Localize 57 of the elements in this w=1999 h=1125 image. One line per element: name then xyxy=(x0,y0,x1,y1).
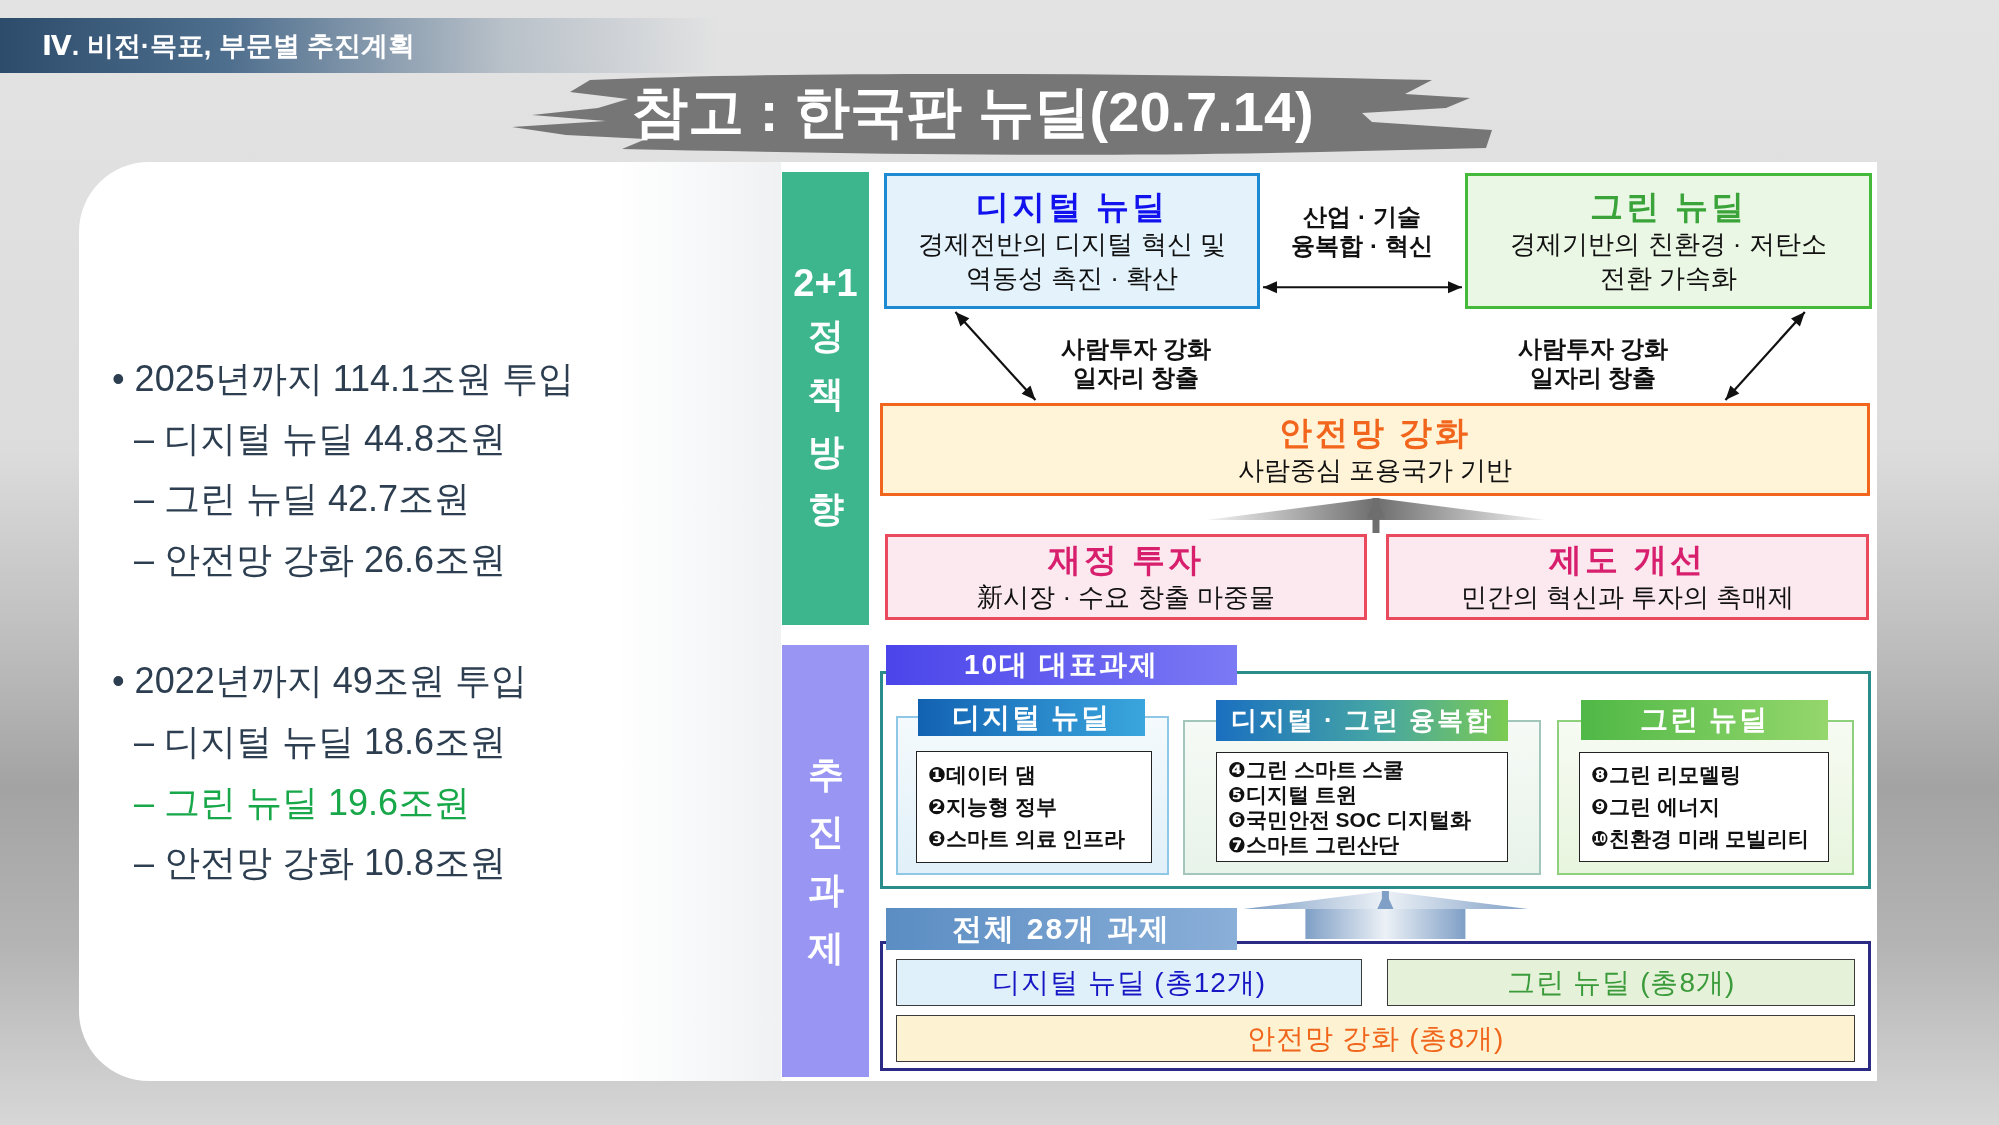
box-text: 경제기반의 친환경 · 저탄소 전환 가속화 xyxy=(1509,228,1828,295)
bullet-text: – 디지털 뉴딜 18.6조원 xyxy=(134,720,507,764)
slide-title: 참고 : 한국판 뉴딜(20.7.14) xyxy=(632,80,1314,144)
heading-tab: 디지털 뉴딜 xyxy=(918,699,1145,736)
bullet-text: – 그린 뉴딜 42.7조원 xyxy=(134,477,471,521)
box-text: 사람중심 포용국가 기반 xyxy=(1237,453,1513,487)
heading-tab: 전체 28개 과제 xyxy=(886,908,1237,950)
summary-box xyxy=(1387,959,1855,1006)
bullet-text: – 디지털 뉴딜 44.8조원 xyxy=(134,417,507,461)
band-label: 추진과제 xyxy=(807,752,844,970)
box-text: 新시장 · 수요 창출 마중물 xyxy=(977,581,1275,614)
bullet-text: • 2022년까지 49조원 투입 xyxy=(112,659,527,703)
list-item: ❶데이터 댐 xyxy=(928,762,1036,788)
box-heading: 제도 개선 xyxy=(1549,540,1706,580)
bullet-text: – 그린 뉴딜 19.6조원 xyxy=(134,781,471,825)
double-arrow xyxy=(1263,281,1462,294)
task-list-box xyxy=(1579,752,1829,862)
policy-box xyxy=(1465,173,1872,309)
category-band xyxy=(782,172,869,625)
list-item: ❸스마트 의료 인프라 xyxy=(928,826,1126,852)
summary-box xyxy=(896,959,1362,1006)
heading-tab: 그린 뉴딜 xyxy=(1581,700,1828,740)
box-text: 경제전반의 디지털 혁신 및 역동성 촉진 · 확산 xyxy=(917,228,1227,295)
box-text: 디지털 뉴딜 (총12개) xyxy=(991,965,1267,1000)
list-item: ❿친환경 미래 모빌리티 xyxy=(1591,826,1810,852)
list-item: ❷지능형 정부 xyxy=(928,794,1057,820)
list-item: ❾그린 에너지 xyxy=(1591,794,1720,820)
policy-box xyxy=(884,173,1260,309)
category-band xyxy=(782,645,869,1077)
section-header-text: Ⅳ. 비전·목표, 부문별 추진계획 xyxy=(42,30,416,63)
bullet-text: – 안전망 강화 10.8조원 xyxy=(134,841,507,885)
band-label: 2+1 xyxy=(793,261,858,307)
box-heading: 안전망 강화 xyxy=(1278,412,1472,453)
policy-box xyxy=(880,403,1870,496)
box-heading: 그린 뉴딜 xyxy=(1590,187,1747,227)
policy-box xyxy=(1386,534,1869,620)
box-heading: 재정 투자 xyxy=(1047,540,1205,580)
summary-box xyxy=(896,1015,1855,1062)
box-text: 그린 뉴딜 (총8개) xyxy=(1506,965,1736,1000)
box-text: 민간의 혁신과 투자의 촉매제 xyxy=(1460,581,1795,614)
bullet-text: – 안전망 강화 26.6조원 xyxy=(134,538,507,582)
double-arrow xyxy=(1724,311,1806,401)
policy-box xyxy=(885,534,1367,620)
task-list-box xyxy=(1216,752,1508,862)
heading-tab: 디지털 · 그린 융복합 xyxy=(1216,700,1508,741)
list-item: ❹그린 스마트 스쿨 xyxy=(1228,757,1405,782)
list-item: ❼스마트 그린산단 xyxy=(1228,832,1399,857)
box-text: 안전망 강화 (총8개) xyxy=(1246,1021,1505,1056)
task-list-box xyxy=(916,751,1152,863)
double-arrow xyxy=(954,311,1037,401)
list-item: ❺디지털 트윈 xyxy=(1228,782,1357,807)
bullet-text: • 2025년까지 114.1조원 투입 xyxy=(112,357,575,401)
band-label: 정책방향 xyxy=(807,314,844,532)
box-heading: 디지털 뉴딜 xyxy=(975,187,1169,227)
heading-tab: 10대 대표과제 xyxy=(886,645,1237,685)
list-item: ❻국민안전 SOC 디지털화 xyxy=(1228,807,1471,832)
list-item: ❽그린 리모델링 xyxy=(1591,762,1741,788)
